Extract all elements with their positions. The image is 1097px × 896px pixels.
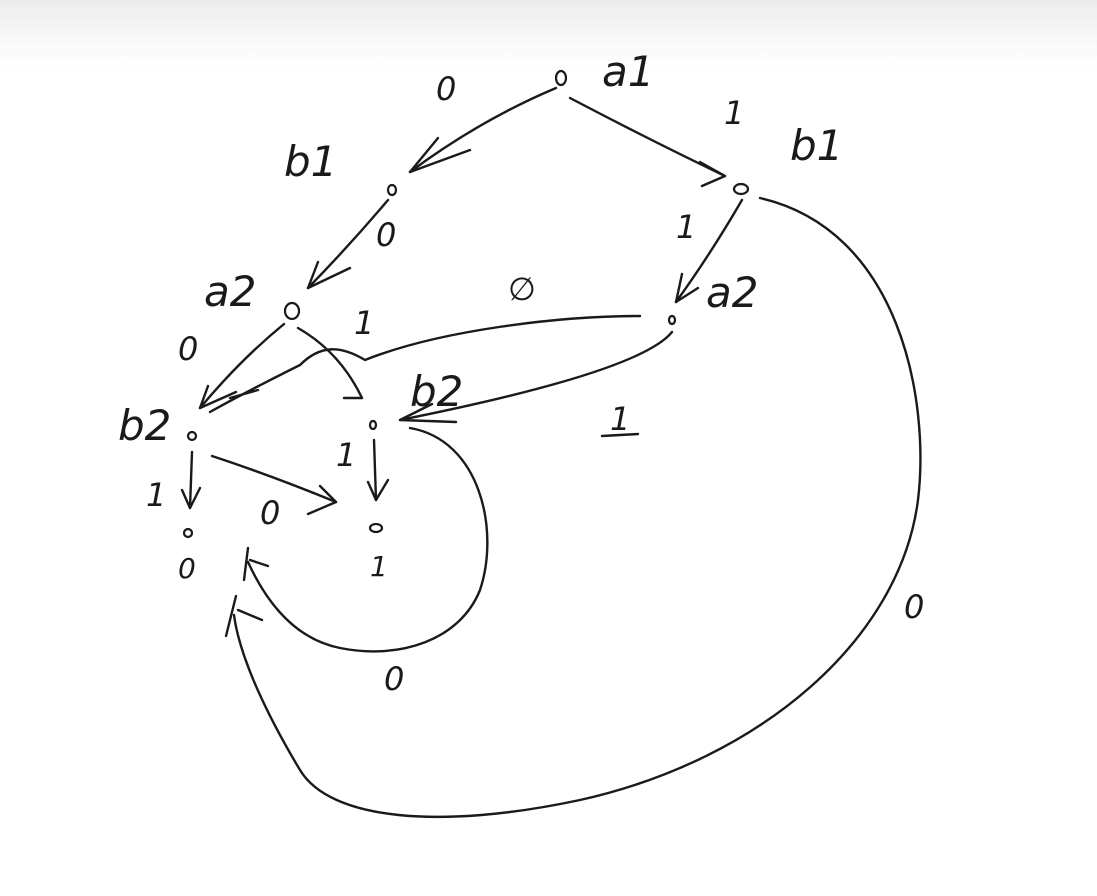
edge-label-b2-left-leaf1: 0: [260, 494, 280, 532]
label-leaf1: 1: [370, 550, 388, 583]
label-a1: a1: [602, 47, 654, 96]
node-b1-right: [732, 182, 750, 196]
label-b1-right: b1: [790, 121, 843, 170]
edge-a1-b1-right: [568, 96, 727, 188]
edge-b1-right-leaf0: [224, 196, 922, 819]
edge-label-b2-center-leaf0: 0: [384, 660, 404, 698]
edge-b1-a2-right: [674, 198, 744, 304]
edge-a2-right-b2-left: [208, 314, 642, 414]
node-leaf1: [368, 522, 384, 534]
node-b1-left: [386, 183, 398, 197]
edge-label-a2-right-b2-center: 1: [610, 400, 630, 438]
edge-b2-center-leaf0: [242, 426, 489, 653]
label-b1-left: b1: [284, 137, 337, 186]
edge-a1-b1-left: [408, 86, 558, 174]
label-b2-center: b2: [410, 367, 463, 416]
underline-mark: [600, 432, 640, 438]
edge-label-a1-b1-left: 0: [436, 70, 456, 108]
edge-label-b2-center-leaf1: 1: [336, 436, 356, 474]
label-b2-left: b2: [118, 401, 171, 450]
edge-label-a2-left-b2-center: 1: [354, 304, 374, 342]
edge-label-b2-left-leaf0: 1: [146, 476, 166, 514]
edge-b2-left-leaf1: [210, 454, 338, 516]
label-leaf0: 0: [178, 552, 196, 585]
node-a1: [554, 69, 568, 87]
edge-label-b1-a2-right: 1: [676, 208, 696, 246]
edge-a2-left-b2-left: [198, 322, 286, 410]
node-a2-right: [667, 314, 677, 326]
label-a2-left: a2: [204, 267, 256, 316]
edge-a2-left-b2-center: [296, 326, 364, 400]
edge-b2-left-leaf0: [180, 450, 202, 510]
label-a2-right: a2: [706, 268, 758, 317]
edge-label-a1-b1-right: 1: [724, 94, 744, 132]
node-b2-center: [368, 419, 378, 431]
edge-label-a2-right-b2-left: ∅: [508, 270, 536, 308]
edge-b2-center-leaf1: [366, 438, 390, 502]
node-a2-left: [283, 301, 301, 321]
top-shadow: [0, 0, 1097, 70]
edge-label-a2-left-b2-left: 0: [178, 330, 198, 368]
edge-label-b1-a2-left: 0: [376, 216, 396, 254]
node-b2-left: [186, 430, 198, 442]
edge-b1-a2-left: [306, 198, 390, 290]
node-leaf0: [182, 527, 194, 539]
edge-label-b1-right-leaf0: 0: [904, 588, 924, 626]
edge-a2-right-b2-center: [398, 330, 674, 424]
